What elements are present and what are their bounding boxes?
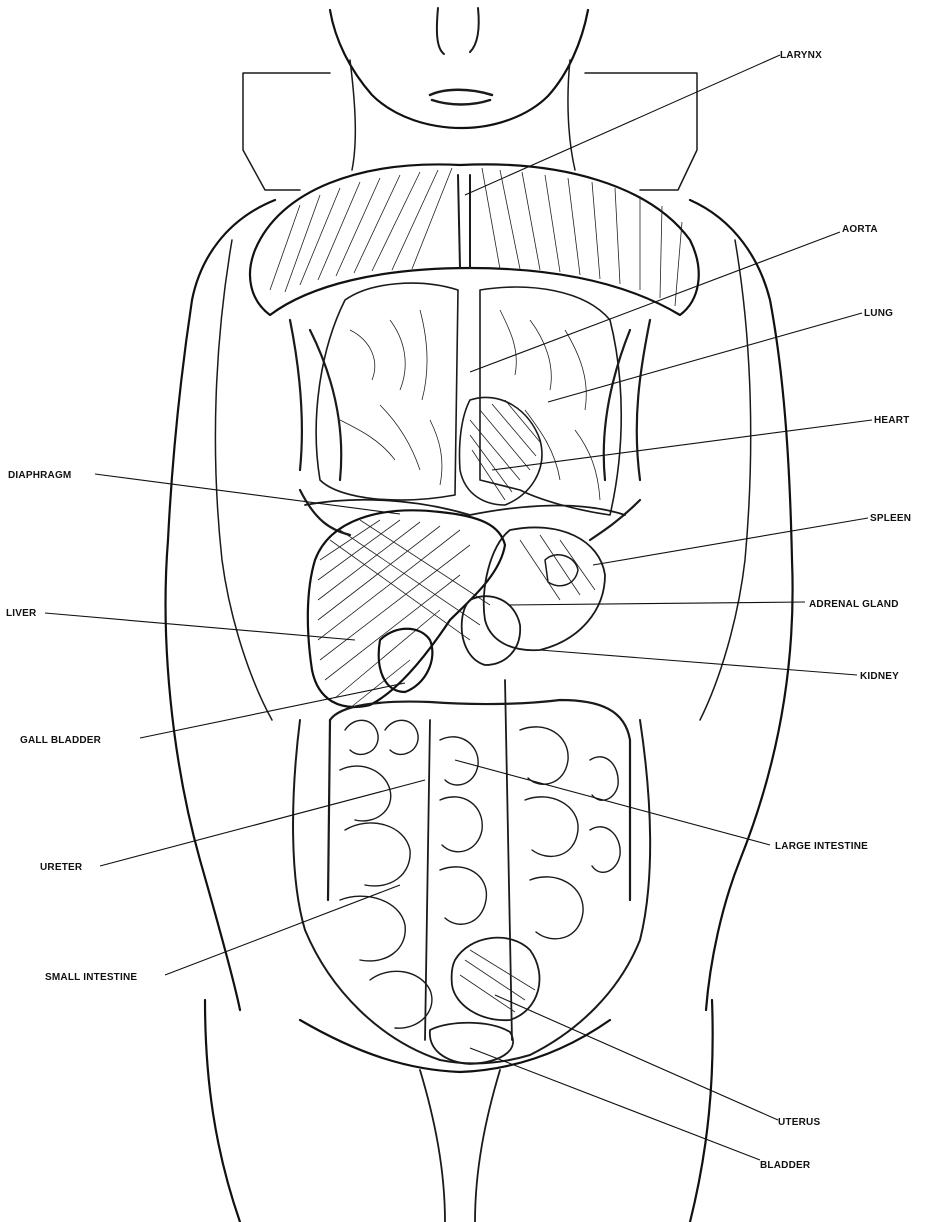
label-uterus: UTERUS: [778, 1117, 820, 1128]
pelvic-outline: [300, 1020, 610, 1072]
label-large-intestine: LARGE INTESTINE: [775, 841, 868, 852]
kidney-shape: [462, 596, 520, 665]
liver: [308, 510, 505, 708]
label-spleen: SPLEEN: [870, 513, 911, 524]
label-lung: LUNG: [864, 308, 893, 319]
mouth-outline: [430, 90, 492, 105]
uterus-shape: [452, 938, 540, 1021]
inner-thigh-outline: [420, 1070, 500, 1222]
label-larynx: LARYNX: [780, 50, 822, 61]
right-lung: [316, 283, 458, 500]
aorta-leader: [470, 232, 840, 372]
retracted-chest-flap: [250, 164, 699, 315]
abdomen: [293, 680, 650, 1064]
upper-left-organs: [462, 527, 605, 665]
gall-bladder-shape: [379, 629, 433, 692]
gall-bladder-leader: [140, 683, 405, 738]
small-intestine-leader: [165, 885, 400, 975]
label-diaphragm: DIAPHRAGM: [8, 470, 71, 481]
label-bladder: BLADDER: [760, 1160, 811, 1171]
heart-leader: [492, 420, 872, 470]
transverse-colon: [330, 700, 630, 900]
heart: [459, 397, 541, 505]
larynx-leader: [465, 55, 780, 195]
lung-texture: [340, 310, 600, 500]
left-leg-outline: [205, 1000, 240, 1222]
body-outline: [166, 8, 793, 1222]
bladder-leader: [470, 1048, 760, 1160]
spleen-leader: [593, 518, 868, 565]
spleen-shape: [484, 527, 605, 650]
label-adrenal-gland: ADRENAL GLAND: [809, 599, 899, 610]
left-neck-block: [243, 73, 330, 190]
diaphragm-leader: [95, 474, 400, 514]
neck-outline: [350, 60, 575, 170]
right-torso-outline: [690, 200, 793, 1010]
sternum: [458, 175, 470, 268]
chest-wall: [250, 164, 699, 540]
uterus-hatching: [460, 950, 535, 1012]
left-inner-arm: [215, 240, 272, 720]
heart-outline: [459, 397, 541, 505]
label-aorta: AORTA: [842, 224, 878, 235]
chin-outline: [330, 10, 588, 128]
right-neck-block: [585, 73, 697, 190]
right-inner-arm: [700, 240, 751, 720]
lungs: [316, 283, 621, 515]
nose-outline: [437, 8, 479, 54]
liver-outline: [308, 510, 505, 707]
kidney-leader: [540, 650, 857, 675]
label-gall-bladder: GALL BLADDER: [20, 735, 102, 746]
label-ureter: URETER: [40, 862, 83, 873]
bladder-shape: [430, 1023, 513, 1064]
label-kidney: KIDNEY: [860, 671, 899, 682]
adrenal-gland-shape: [545, 555, 578, 586]
label-small-intestine: SMALL INTESTINE: [45, 972, 137, 983]
lung-leader: [548, 313, 862, 402]
spleen-hatching: [520, 535, 595, 600]
ascending-colon: [328, 720, 330, 900]
label-liver: LIVER: [6, 608, 37, 619]
right-leg-outline: [690, 1000, 713, 1222]
ureters: [425, 680, 512, 1040]
adrenal-gland-leader: [508, 602, 805, 605]
label-heart: HEART: [874, 415, 909, 426]
